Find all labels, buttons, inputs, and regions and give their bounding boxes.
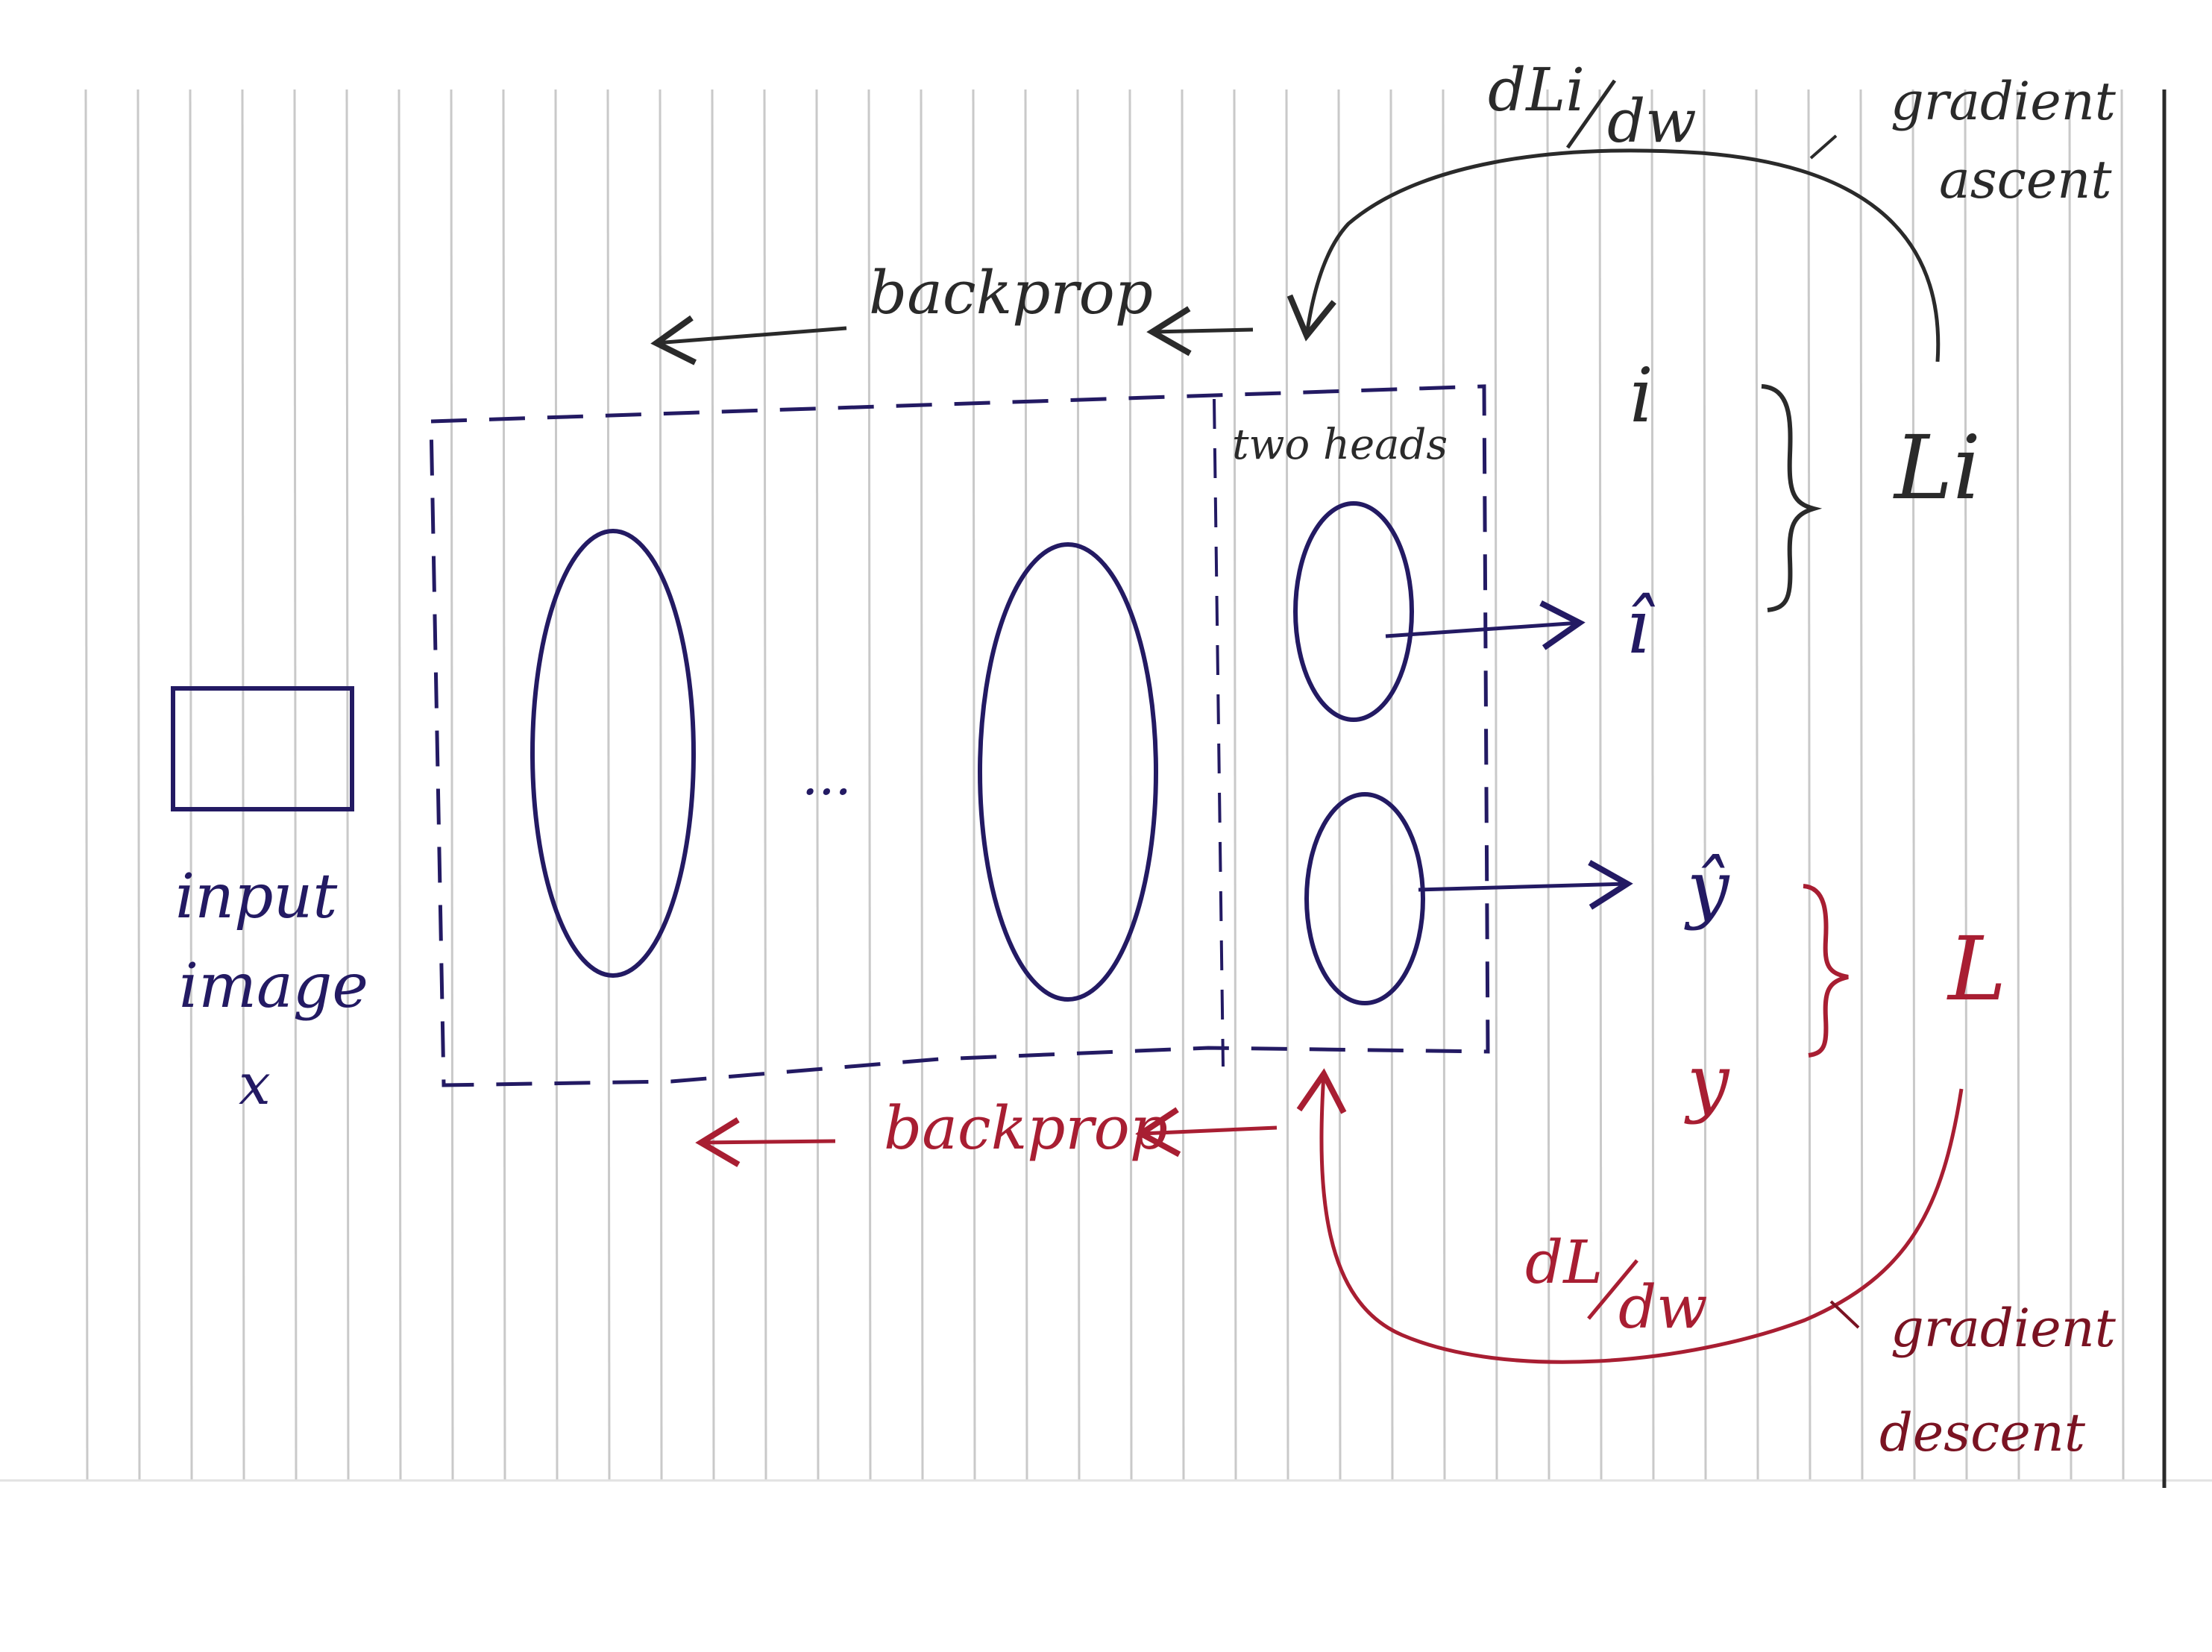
- rule-line: [84, 89, 89, 1481]
- rule-line: [1389, 89, 1394, 1481]
- backprop-top-label: backprop: [869, 258, 1153, 327]
- input-symbol-x: x: [239, 1051, 271, 1117]
- rule-line: [972, 89, 976, 1481]
- layer-1-ellipse: [530, 529, 696, 978]
- brace-l: [1803, 884, 1849, 1058]
- rule-line: [1337, 89, 1342, 1481]
- rule-line: [345, 89, 350, 1481]
- rule-line: [1076, 89, 1081, 1481]
- rule-line: [2016, 89, 2020, 1481]
- gradient-descent-curve: [1296, 1068, 1964, 1364]
- gradient-descent-line1: gradient: [1891, 1298, 2117, 1359]
- rule-line: [1233, 89, 1237, 1481]
- gradient-ascent-line2: ascent: [1939, 149, 2112, 210]
- backprop-bottom-arrow-right: [1135, 1107, 1278, 1158]
- grad-bottom-fraction-bar: [1587, 1259, 1638, 1320]
- arrow-head-y-to-yhat: [1418, 859, 1633, 910]
- rule-line: [2068, 89, 2073, 1481]
- rule-line: [241, 89, 245, 1481]
- rule-line: [763, 89, 767, 1481]
- rule-line: [1755, 89, 1759, 1481]
- rule-line: [1494, 89, 1498, 1481]
- rule-line: [867, 89, 872, 1481]
- rule-line: [1285, 89, 1289, 1481]
- rule-line: [659, 89, 663, 1481]
- grad-top-numerator: dLi: [1488, 55, 1585, 125]
- input-image-box: [171, 686, 354, 811]
- rule-line: [398, 89, 402, 1481]
- brace-li: [1761, 384, 1823, 612]
- head-y-ellipse: [1304, 792, 1425, 1005]
- gradient-ascent-pointer: [1809, 134, 1838, 160]
- rule-line: [136, 89, 141, 1481]
- rule-line: [1546, 89, 1550, 1481]
- backprop-bottom-label: backprop: [884, 1093, 1168, 1163]
- layer-n-ellipse: [978, 542, 1158, 1002]
- rule-line: [920, 89, 924, 1481]
- backprop-bottom-arrow-left: [695, 1117, 836, 1167]
- gradient-descent-pointer: [1829, 1300, 1860, 1329]
- rule-line: [293, 89, 298, 1481]
- rule-line: [2120, 89, 2125, 1481]
- backprop-top-arrow-right: [1146, 306, 1254, 357]
- rule-line: [450, 89, 454, 1481]
- rule-line: [1859, 89, 1864, 1481]
- rule-line: [815, 89, 820, 1481]
- rule-line: [1024, 89, 1028, 1481]
- i-true-label: i: [1630, 352, 1653, 439]
- i-hat-label: î: [1626, 583, 1656, 670]
- grad-top-fraction-bar: [1565, 79, 1617, 149]
- input-image-label-line1: input: [175, 861, 338, 932]
- two-heads-label: two heads: [1232, 421, 1448, 469]
- rule-line: [1964, 89, 1968, 1481]
- grad-bottom-denominator: dw: [1618, 1272, 1708, 1342]
- network-dashed-box: [429, 384, 1490, 1087]
- backprop-top-arrow-left: [650, 315, 847, 365]
- gradient-ascent-line1: gradient: [1891, 71, 2117, 132]
- rule-line: [189, 89, 193, 1481]
- rule-line: [1703, 89, 1707, 1481]
- rule-line: [711, 89, 715, 1481]
- grad-bottom-numerator: dL: [1525, 1228, 1603, 1297]
- y-hat-label: ŷ: [1684, 844, 1730, 932]
- rule-line: [606, 89, 611, 1481]
- rule-line: [1128, 89, 1133, 1481]
- loss-li-label: Li: [1893, 416, 1981, 519]
- gradient-ascent-curve: [1286, 148, 1941, 362]
- arrow-head-i-to-ihat: [1385, 600, 1586, 650]
- grad-top-denominator: dw: [1607, 87, 1697, 156]
- input-image-label-line2: image: [179, 951, 368, 1022]
- rule-line: [1807, 89, 1812, 1481]
- rule-line: [1911, 89, 1916, 1481]
- gradient-descent-line2: descent: [1879, 1402, 2086, 1463]
- rule-line: [554, 89, 559, 1481]
- y-true-label: y: [1684, 1038, 1730, 1125]
- rule-line: [502, 89, 506, 1481]
- rule-line: [1181, 89, 1185, 1481]
- rule-line: [1598, 89, 1603, 1481]
- rule-line: [1650, 89, 1655, 1481]
- ellipsis-dots: ...: [802, 746, 852, 807]
- rule-line: [1442, 89, 1446, 1481]
- heads-divider: [1213, 398, 1225, 1067]
- head-i-ellipse: [1293, 501, 1414, 722]
- loss-l-label: L: [1947, 917, 2006, 1020]
